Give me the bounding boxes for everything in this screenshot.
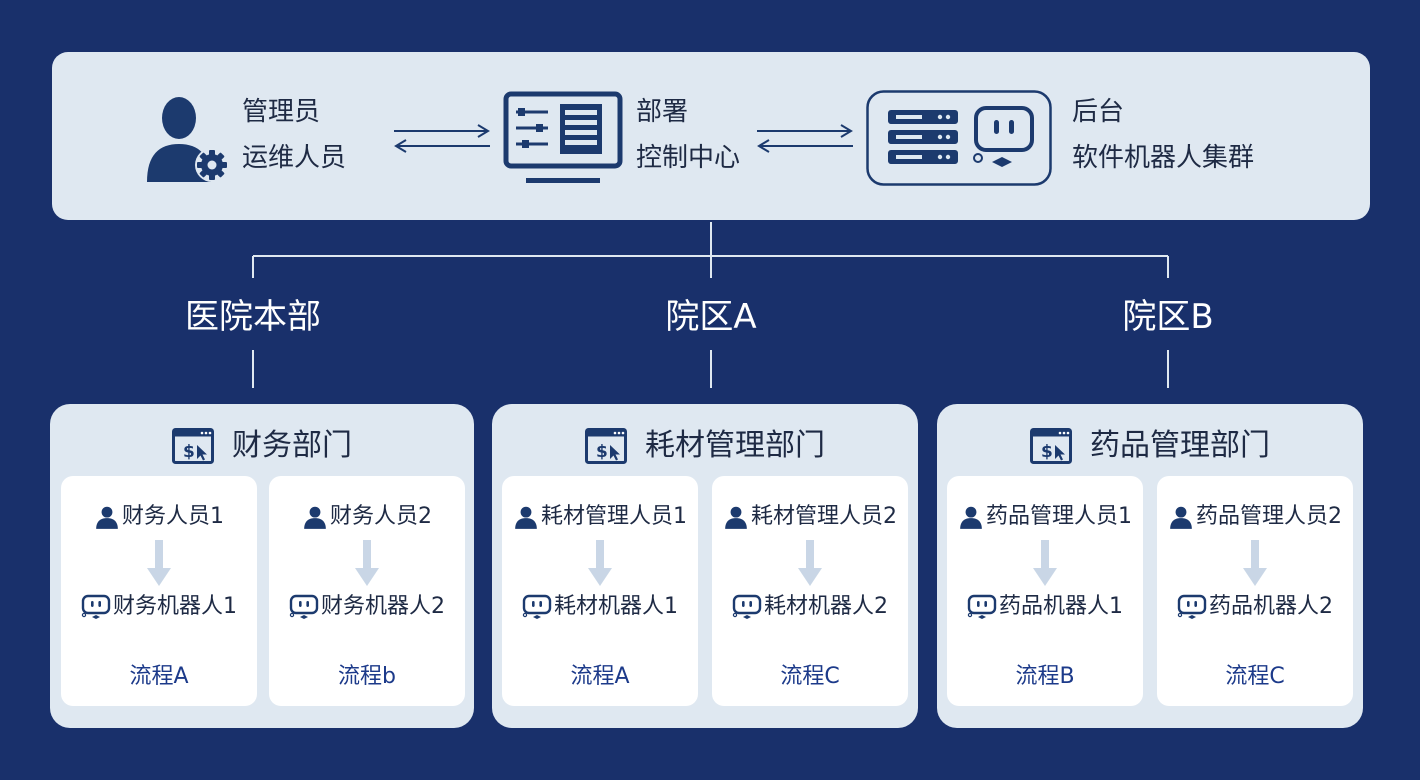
campus-label-b: 院区B <box>1122 297 1214 337</box>
robot-icon <box>522 594 552 620</box>
person-icon <box>723 504 749 530</box>
down-arrow-icon <box>355 540 379 586</box>
robot-label: 耗材机器人1 <box>554 594 678 619</box>
robot-label: 财务机器人2 <box>321 594 445 619</box>
person-label: 药品管理人员2 <box>1196 504 1342 529</box>
department-title: 财务部门 <box>232 428 352 463</box>
robot-label: 耗材机器人2 <box>764 594 888 619</box>
department-title: 药品管理部门 <box>1090 428 1270 463</box>
person-label: 财务人员2 <box>330 504 432 529</box>
backend-label-line2: 软件机器人集群 <box>1072 143 1255 173</box>
flow-label: 流程A <box>129 664 189 689</box>
admin-label-line2: 运维人员 <box>242 143 347 173</box>
person-label: 耗材管理人员1 <box>541 504 687 529</box>
admin-label-line1: 管理员 <box>242 97 321 127</box>
down-arrow-icon <box>1033 540 1057 586</box>
process-card: 耗材管理人员2 耗材机器人2 流程C <box>712 476 908 706</box>
robot-icon <box>967 594 997 620</box>
department-panel-consumables: 耗材管理部门 耗材管理人员1 耗材机器人1 流程A 耗材管理人员2 耗材机器人2… <box>492 404 918 728</box>
down-arrow-icon <box>798 540 822 586</box>
down-arrow-icon <box>147 540 171 586</box>
server-robot-cluster-icon <box>866 90 1052 186</box>
flow-label: 流程C <box>780 664 840 689</box>
admin-user-gear-icon <box>147 97 229 182</box>
dollar-window-icon <box>172 428 214 464</box>
flow-label: 流程A <box>570 664 630 689</box>
person-icon <box>1168 504 1194 530</box>
flow-label: 流程b <box>338 664 396 689</box>
process-card: 财务人员2 财务机器人2 流程b <box>269 476 465 706</box>
person-label: 耗材管理人员2 <box>751 504 897 529</box>
person-icon <box>958 504 984 530</box>
person-label: 财务人员1 <box>122 504 224 529</box>
dollar-window-icon <box>585 428 627 464</box>
department-panel-finance: 财务部门 财务人员1 财务机器人1 流程A 财务人员2 财务机器人2 流程b <box>50 404 474 728</box>
top-panel: 管理员 运维人员 部署 控制中心 <box>52 52 1370 220</box>
down-arrow-icon <box>588 540 612 586</box>
process-card: 药品管理人员2 药品机器人2 流程C <box>1157 476 1353 706</box>
department-panel-pharmacy: 药品管理部门 药品管理人员1 药品机器人1 流程B 药品管理人员2 药品机器人2… <box>937 404 1363 728</box>
process-card: 耗材管理人员1 耗材机器人1 流程A <box>502 476 698 706</box>
person-icon <box>94 504 120 530</box>
control-center-monitor-icon <box>503 91 623 183</box>
backend-label-line1: 后台 <box>1072 97 1125 127</box>
flow-label: 流程B <box>1015 664 1075 689</box>
dollar-window-icon <box>1030 428 1072 464</box>
person-label: 药品管理人员1 <box>986 504 1132 529</box>
bidirectional-arrow-icon <box>394 124 490 153</box>
robot-icon <box>289 594 319 620</box>
person-icon <box>513 504 539 530</box>
person-icon <box>302 504 328 530</box>
center-label-line1: 部署 <box>636 97 689 127</box>
process-card: 财务人员1 财务机器人1 流程A <box>61 476 257 706</box>
process-card: 药品管理人员1 药品机器人1 流程B <box>947 476 1143 706</box>
robot-icon <box>732 594 762 620</box>
robot-icon <box>1177 594 1207 620</box>
bidirectional-arrow-icon <box>757 124 853 153</box>
down-arrow-icon <box>1243 540 1267 586</box>
robot-icon <box>81 594 111 620</box>
campus-label-main: 医院本部 <box>185 297 321 337</box>
robot-label: 药品机器人2 <box>1209 594 1333 619</box>
robot-label: 药品机器人1 <box>999 594 1123 619</box>
department-title: 耗材管理部门 <box>645 428 825 463</box>
robot-label: 财务机器人1 <box>113 594 237 619</box>
flow-label: 流程C <box>1225 664 1285 689</box>
campus-label-a: 院区A <box>665 297 757 337</box>
center-label-line2: 控制中心 <box>636 143 741 173</box>
